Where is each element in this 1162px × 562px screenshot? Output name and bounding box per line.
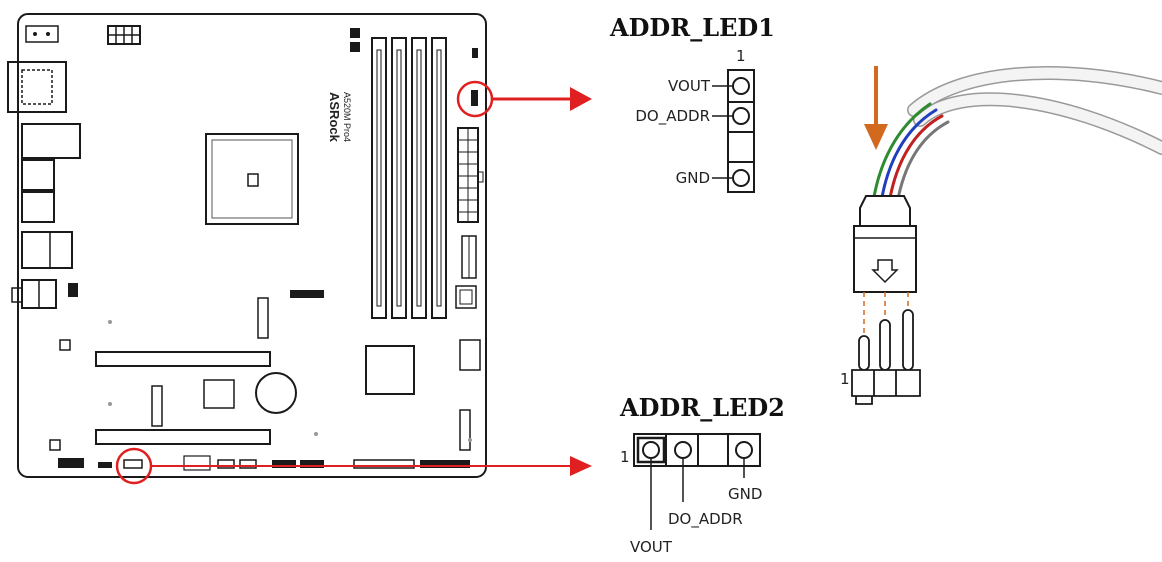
dimm-slot-b2: [431, 37, 447, 319]
addr-led2-pin1-marker: 1: [620, 448, 630, 466]
addr-led2-title: ADDR_LED2: [619, 393, 785, 422]
arrowhead-led2: [570, 456, 592, 476]
board-addr-led2-header: [123, 459, 143, 469]
pcie-slot-1: [95, 351, 271, 367]
alignment-guides: [863, 292, 909, 336]
power-connector-small: [25, 25, 59, 43]
motherboard: [7, 13, 487, 478]
cmos-battery: [255, 372, 297, 414]
addr-led1-title: ADDR_LED1: [609, 13, 775, 42]
cpu-socket: [205, 133, 299, 225]
addr-led1-header: [712, 69, 755, 193]
m2-slot-2: [151, 385, 163, 427]
dimm-slot-a2: [391, 37, 407, 319]
chipset: [203, 379, 235, 409]
led2-label-vout: VOUT: [630, 538, 673, 556]
dimm-slot-b1: [411, 37, 427, 319]
board-addr-led1-header: [471, 90, 478, 106]
addr-led2-header: [633, 433, 761, 530]
io-ps2: [7, 61, 67, 113]
plug-pin1-marker: 1: [840, 370, 850, 388]
led2-pin-gnd: [735, 441, 753, 459]
io-lan: [21, 231, 73, 269]
ribbon-cable: [870, 66, 1162, 212]
connector-plug: [853, 195, 917, 293]
led1-label-gnd: GND: [676, 169, 710, 187]
led2-label-do-addr: DO_ADDR: [668, 510, 743, 529]
led2-pin-do-addr: [674, 441, 692, 459]
m2-slot-1: [257, 297, 269, 339]
board-brand: ASRock: [327, 92, 342, 143]
led1-pin-vout: [732, 77, 750, 95]
io-usb-1: [21, 123, 81, 159]
board-outline: [17, 13, 487, 478]
led2-pin-vout: [642, 441, 660, 459]
led1-label-vout: VOUT: [668, 77, 711, 95]
board-model: A520M Pro4: [342, 92, 352, 142]
led2-label-gnd: GND: [728, 485, 762, 503]
callout-addr-led2: [115, 447, 592, 485]
insert-arrow: [864, 66, 888, 150]
arrowhead-led1: [570, 87, 592, 111]
led1-pin-do-addr: [732, 107, 750, 125]
led1-pin-gnd: [732, 169, 750, 187]
callout-addr-led1: [456, 80, 592, 118]
led1-label-do-addr: DO_ADDR: [635, 107, 710, 126]
dimm-slot-a1: [371, 37, 387, 319]
pin-header-3pin: [851, 309, 921, 405]
addr-led1-pin1-marker: 1: [736, 47, 746, 65]
pcie-slot-2: [95, 429, 271, 445]
